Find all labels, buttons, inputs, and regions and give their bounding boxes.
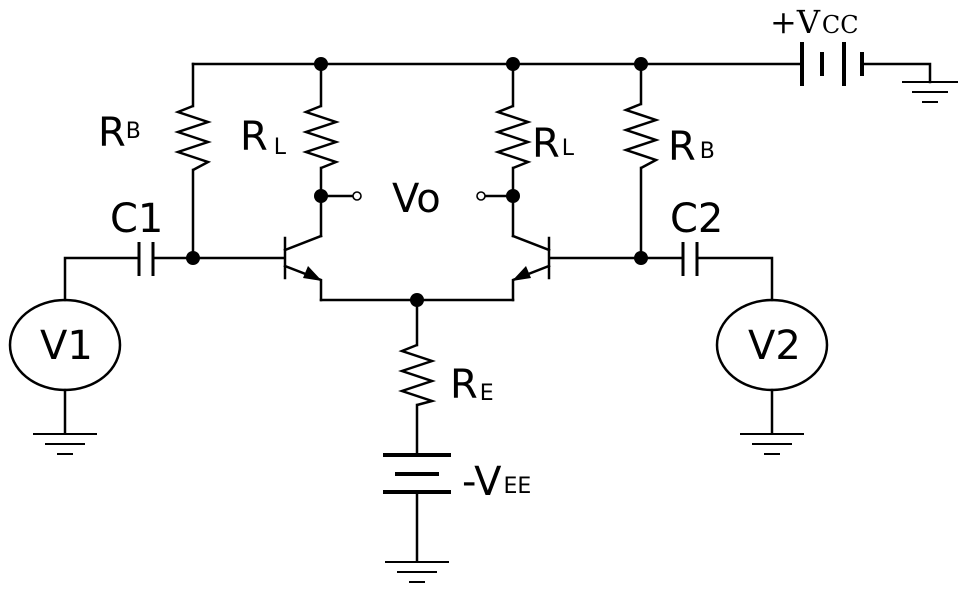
re-label: RE <box>450 362 494 408</box>
c1-capacitor-symbol <box>137 242 155 276</box>
v1-input-wire <box>63 256 285 302</box>
left-emitter-arrow <box>303 266 322 281</box>
junction-dot-left-base <box>186 251 200 265</box>
junction-dot-rl-left-top <box>314 57 328 71</box>
vee-ground-icon <box>385 561 449 583</box>
vcc-ground-icon <box>902 81 958 103</box>
rb-left-label: RB <box>98 110 141 156</box>
junction-dot-rl-right-top <box>506 57 520 71</box>
junction-dot-rb-right-top <box>634 57 648 71</box>
vo-left-terminal <box>352 191 362 201</box>
c2-capacitor-symbol <box>681 242 699 276</box>
v1-ground-icon <box>33 433 97 455</box>
rb-left-resistor <box>174 104 212 172</box>
vee-label: -VEE <box>462 459 531 505</box>
v2-ground-icon <box>740 433 804 455</box>
vo-right-terminal <box>476 191 486 201</box>
vee-battery-symbol <box>383 453 451 494</box>
v1-label: V1 <box>40 323 93 369</box>
right-npn-transistor <box>511 234 551 302</box>
vcc-battery-to-ground-wire <box>860 62 932 84</box>
v2-label: V2 <box>748 323 801 369</box>
rl-right-resistor <box>494 104 532 170</box>
c1-label: C1 <box>110 196 163 242</box>
rl-left-resistor <box>302 104 340 170</box>
junction-dot-left-collector <box>314 189 328 203</box>
vcc-battery-symbol <box>800 42 864 86</box>
vo-label: Vo <box>392 176 441 222</box>
left-npn-transistor <box>283 234 323 302</box>
right-emitter-arrow <box>512 266 531 281</box>
rl-right-label: RL <box>532 121 575 167</box>
rb-right-resistor <box>622 102 660 170</box>
junction-dot-right-collector <box>506 189 520 203</box>
junction-dot-right-base <box>634 251 648 265</box>
junction-dot-emitter <box>410 293 424 307</box>
c2-label: C2 <box>670 196 723 242</box>
re-resistor <box>398 343 437 407</box>
v2-input-wire <box>548 256 774 302</box>
vcc-label: +VCC <box>770 3 859 41</box>
